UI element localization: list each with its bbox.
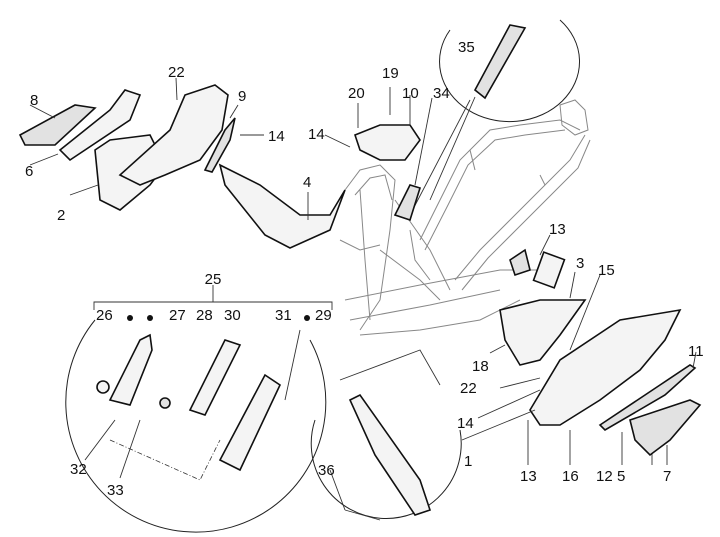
label-14a: 14	[268, 128, 285, 145]
label-5: 5	[617, 468, 625, 485]
part-5[interactable]	[598, 364, 697, 432]
part-30[interactable]	[188, 339, 242, 416]
label-16: 16	[562, 468, 579, 485]
label-4: 4	[303, 174, 311, 191]
label-30: 30	[224, 307, 241, 324]
part-34[interactable]	[393, 184, 422, 222]
label-2: 2	[57, 207, 65, 224]
part-6[interactable]	[58, 89, 142, 162]
label-6: 6	[25, 163, 33, 180]
label-14c: 14	[457, 415, 474, 432]
label-20: 20	[348, 85, 365, 102]
part-1[interactable]	[529, 308, 682, 426]
label-7: 7	[663, 468, 671, 485]
label-27: 27	[169, 307, 186, 324]
detail-circle-left	[65, 285, 333, 533]
label-22b: 22	[460, 380, 477, 397]
part-9[interactable]	[203, 117, 236, 173]
label-10: 10	[402, 85, 419, 102]
part-26[interactable]	[108, 333, 153, 406]
label-13a: 13	[549, 221, 566, 238]
part-4[interactable]	[218, 163, 346, 249]
part-labels: 8 6 2 22 9 14 4 20 19 10 34 14 35 13 3 1…	[25, 39, 704, 499]
detail-circle-top	[409, 19, 580, 216]
label-3: 3	[576, 255, 584, 272]
label-31: 31	[275, 307, 292, 324]
label-34: 34	[433, 85, 450, 102]
detail-circle-bottom	[310, 349, 462, 521]
part-33-bolt[interactable]	[159, 397, 171, 409]
part-13-bracket[interactable]	[509, 248, 531, 277]
label-1: 1	[464, 453, 472, 470]
label-14b: 14	[308, 126, 325, 143]
part-32-washer[interactable]	[96, 380, 110, 394]
part-10[interactable]	[354, 124, 421, 161]
part-31[interactable]	[218, 373, 282, 472]
part-22-cowl[interactable]	[118, 84, 229, 186]
label-29: 29	[315, 307, 332, 324]
label-15: 15	[598, 262, 615, 279]
label-32: 32	[70, 461, 87, 478]
label-28: 28	[196, 307, 213, 324]
label-12: 12	[596, 468, 613, 485]
label-25: 25	[205, 271, 222, 288]
label-35: 35	[458, 39, 475, 56]
part-13-grill[interactable]	[532, 251, 566, 289]
part-7[interactable]	[629, 399, 702, 457]
label-8: 8	[30, 92, 38, 109]
label-18: 18	[472, 358, 489, 375]
label-9: 9	[238, 88, 246, 105]
label-22a: 22	[168, 64, 185, 81]
label-26: 26	[96, 307, 113, 324]
label-11: 11	[688, 343, 704, 360]
part-8[interactable]	[18, 104, 97, 146]
part-36-sidestrip[interactable]	[348, 393, 432, 516]
label-13b: 13	[520, 468, 537, 485]
label-36: 36	[318, 462, 335, 479]
part-35[interactable]	[473, 24, 527, 100]
part-3[interactable]	[499, 299, 587, 366]
label-19: 19	[382, 65, 399, 82]
label-33: 33	[107, 482, 124, 499]
